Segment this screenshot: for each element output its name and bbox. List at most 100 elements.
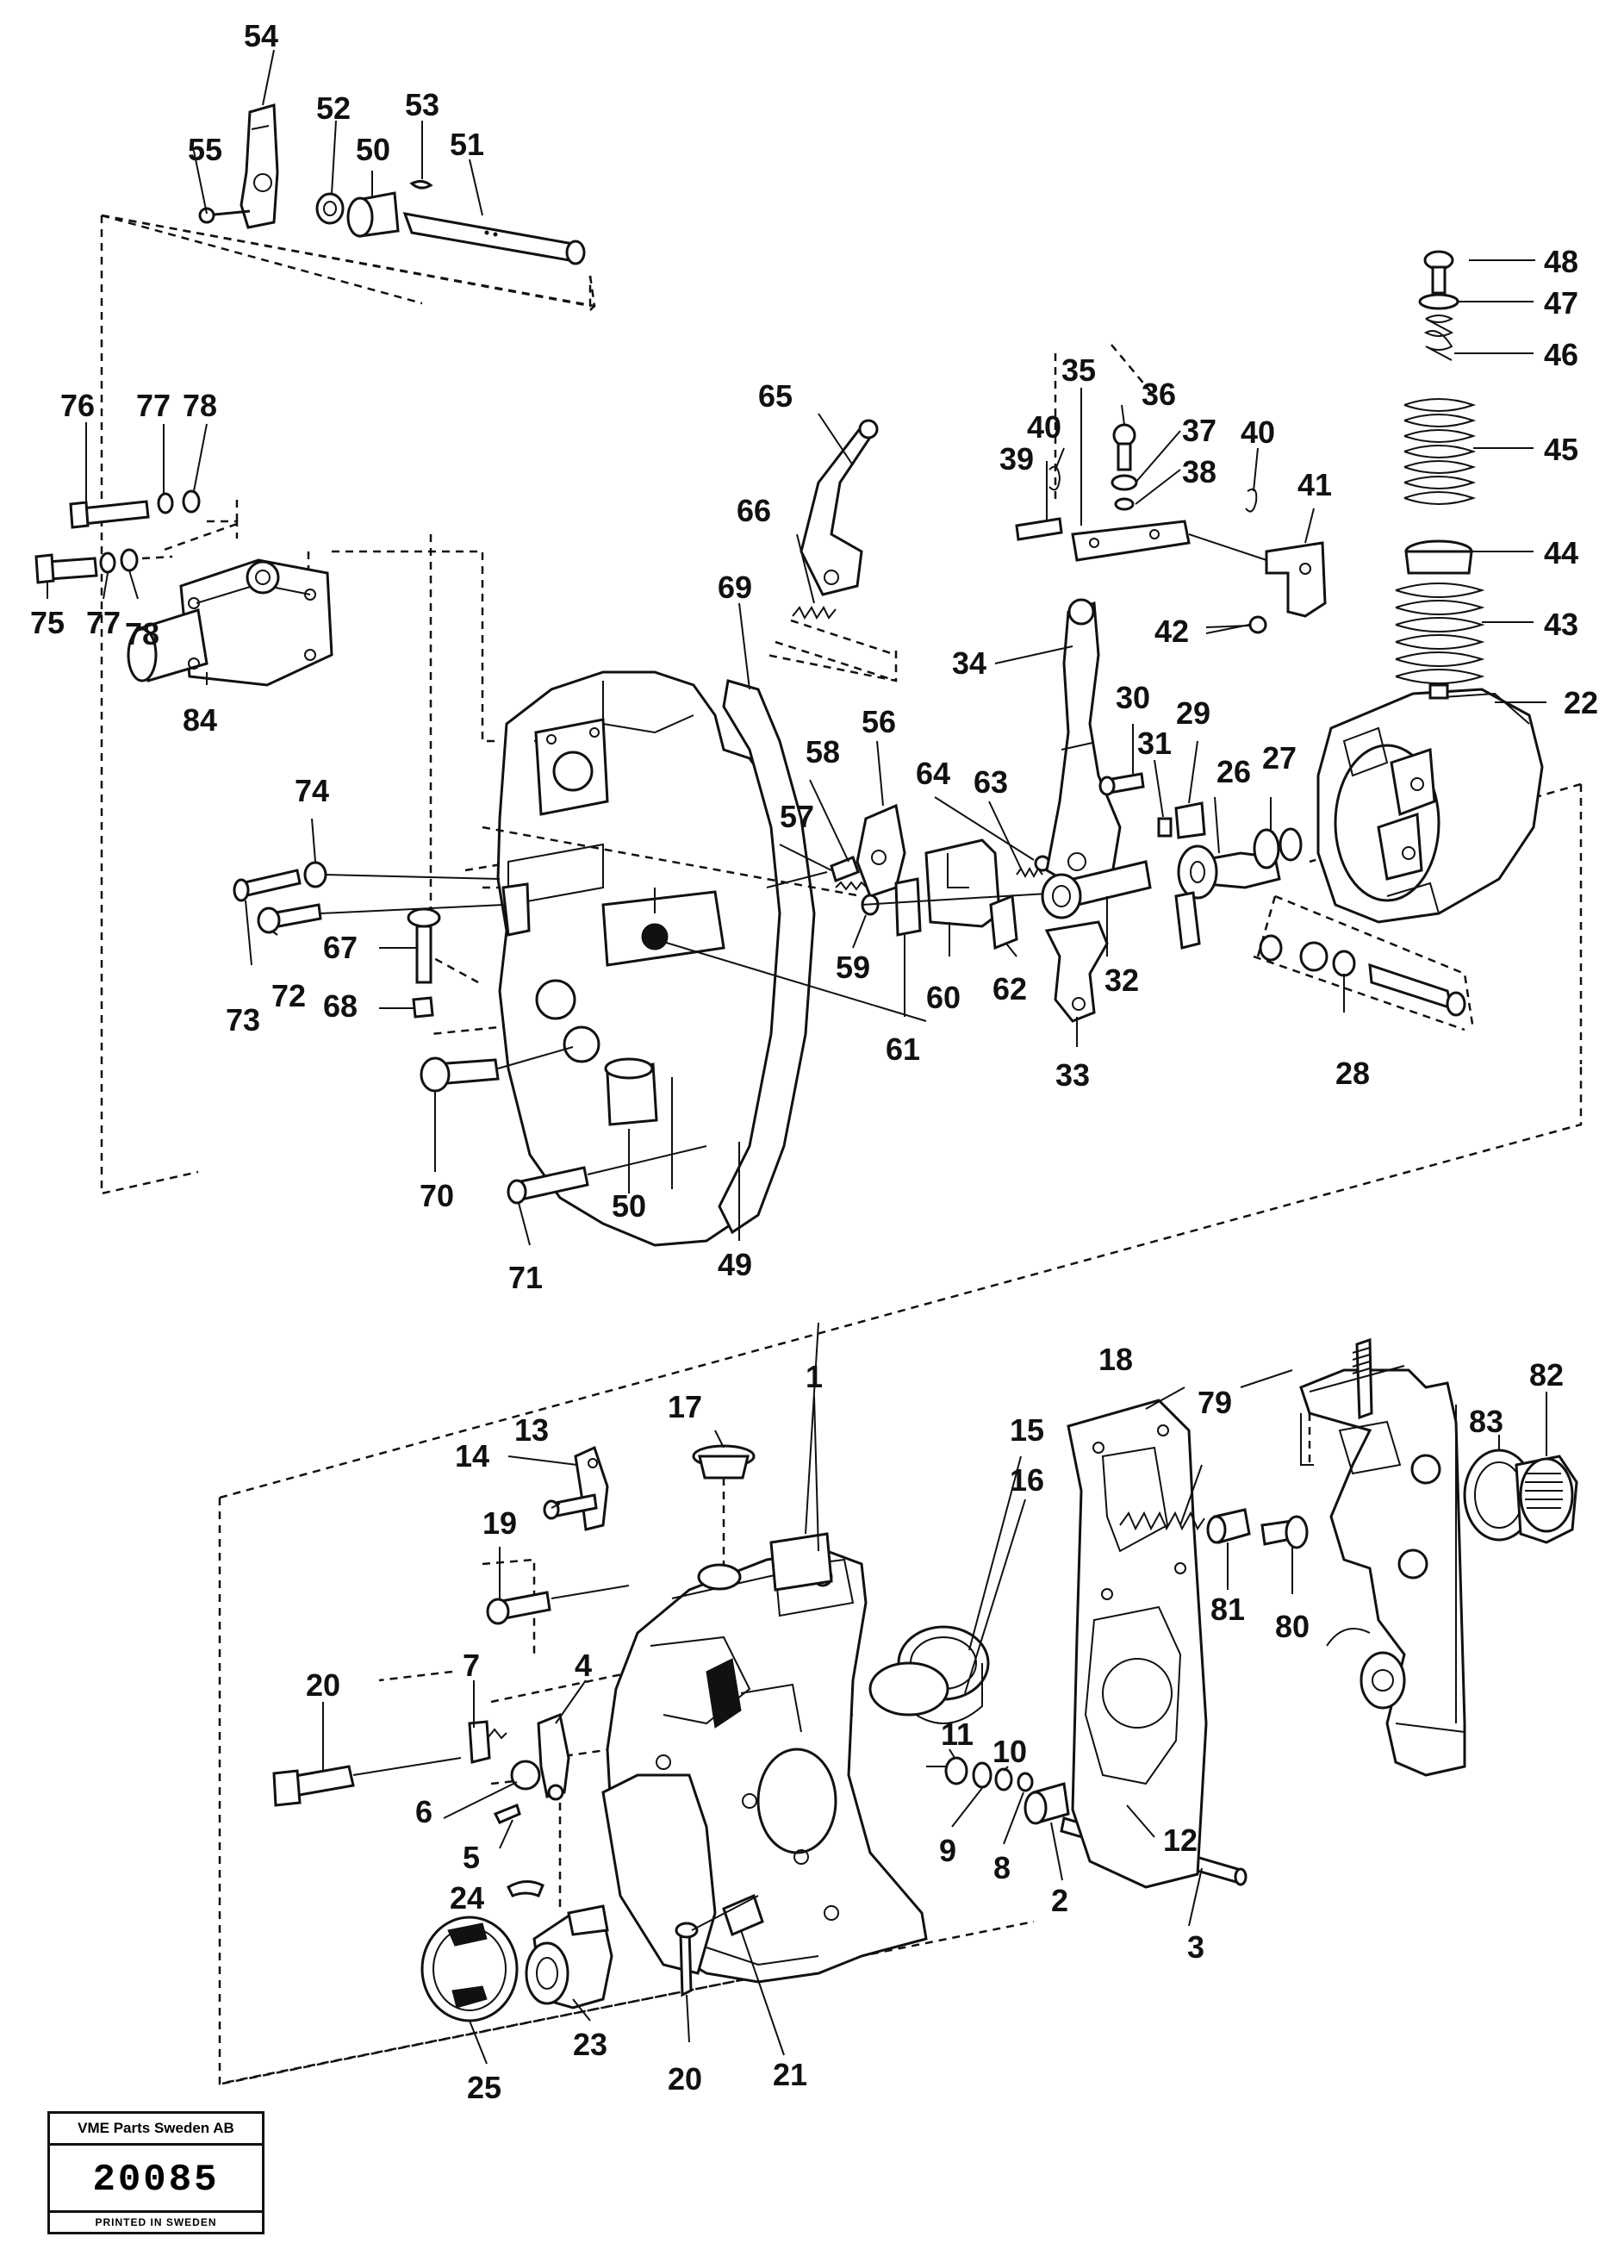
screw-39 <box>1015 517 1063 541</box>
part-label-9: 9 <box>939 1833 956 1868</box>
gasket-69 <box>718 679 816 1235</box>
screw-73 <box>233 869 302 902</box>
plate-61 <box>894 877 922 937</box>
washer-52 <box>315 192 345 225</box>
part-label-52: 52 <box>316 90 351 126</box>
part-label-38: 38 <box>1182 454 1216 489</box>
part-label-64: 64 <box>916 756 950 791</box>
bushing-50-upper <box>346 191 400 238</box>
part-label-32: 32 <box>1104 963 1139 998</box>
part-label-53: 53 <box>405 87 439 122</box>
part-label-40-left: 40 <box>1027 409 1061 445</box>
part-label-81: 81 <box>1210 1592 1245 1627</box>
washer-8 <box>1017 1772 1034 1792</box>
clip-62 <box>989 894 1018 950</box>
part-label-20-left: 20 <box>306 1667 340 1703</box>
part-label-28: 28 <box>1335 1056 1370 1091</box>
clip-24 <box>507 1880 544 1897</box>
shaft-32 <box>1041 860 1152 919</box>
flyweight-group <box>1174 688 1544 1017</box>
drawing-number: 20085 <box>92 2159 220 2202</box>
spring-66 <box>792 606 837 620</box>
part-label-30: 30 <box>1116 680 1150 715</box>
spring-stack-group <box>1395 250 1485 700</box>
part-label-7: 7 <box>463 1648 480 1683</box>
lever-13 <box>574 1445 609 1531</box>
spring-43 <box>1395 583 1485 684</box>
part-label-58: 58 <box>806 734 840 770</box>
part-label-18: 18 <box>1098 1342 1133 1377</box>
part-label-59: 59 <box>836 950 870 985</box>
part-label-6: 6 <box>415 1794 432 1829</box>
part-label-39: 39 <box>999 441 1034 477</box>
part-label-63: 63 <box>974 764 1008 800</box>
upper-shaft-group <box>101 103 592 308</box>
actuator-84 <box>127 558 333 687</box>
screw-48 <box>1423 250 1454 295</box>
part-label-10: 10 <box>992 1734 1027 1769</box>
arm-34-group <box>1015 423 1327 1023</box>
part-label-35: 35 <box>1061 352 1096 388</box>
part-label-15: 15 <box>1010 1412 1044 1448</box>
part-label-36: 36 <box>1142 377 1176 412</box>
part-label-84: 84 <box>183 702 217 738</box>
part-label-46: 46 <box>1544 337 1578 372</box>
lever-33 <box>1044 920 1109 1023</box>
screw-76 <box>69 500 150 529</box>
leader-lines <box>47 49 1547 2065</box>
spring-45 <box>1403 398 1477 505</box>
lever-4 <box>537 1712 570 1798</box>
screw-72 <box>257 903 322 934</box>
piston-81 <box>1206 1508 1251 1544</box>
part-label-43: 43 <box>1544 607 1578 642</box>
part-label-22: 22 <box>1564 685 1598 720</box>
screw-19 <box>486 1591 551 1625</box>
clip-21 <box>722 1893 764 1937</box>
bracket-60 <box>924 838 1001 928</box>
housing-screws <box>233 861 927 1205</box>
shaft-51 <box>402 212 586 265</box>
flyweight-assembly-22 <box>1316 688 1544 924</box>
part-label-20-lower: 20 <box>668 2061 702 2097</box>
washer-77-upper <box>157 492 174 514</box>
part-label-67: 67 <box>323 930 358 965</box>
part-label-71: 71 <box>508 1260 543 1295</box>
plug-17 <box>692 1444 756 1480</box>
part-label-41: 41 <box>1297 467 1332 502</box>
part-label-55: 55 <box>188 132 222 167</box>
part-label-12: 12 <box>1163 1822 1198 1858</box>
part-label-74: 74 <box>295 773 329 808</box>
part-label-29: 29 <box>1176 695 1210 731</box>
lower-housing-cover <box>601 1773 717 1975</box>
nut-74 <box>303 861 327 888</box>
part-label-73: 73 <box>226 1002 260 1037</box>
part-label-54: 54 <box>244 18 278 53</box>
washer-10 <box>994 1767 1013 1791</box>
right-bracket-group <box>1299 1337 1578 1777</box>
part-label-65: 65 <box>758 378 793 414</box>
part-label-37: 37 <box>1182 413 1216 448</box>
part-label-49: 49 <box>718 1247 752 1282</box>
part-label-17: 17 <box>668 1389 702 1424</box>
spring-58 <box>835 881 868 891</box>
part-label-14: 14 <box>455 1438 489 1474</box>
bushing-50-lower <box>604 1057 658 1126</box>
washer-47 <box>1418 293 1459 310</box>
screw-20-lower <box>675 1922 699 1997</box>
part-label-77-upper: 77 <box>136 388 171 423</box>
part-label-24: 24 <box>450 1880 484 1916</box>
screw-75 <box>34 553 98 584</box>
part-label-76: 76 <box>60 388 95 423</box>
part-label-11: 11 <box>941 1717 974 1752</box>
linkage-group <box>482 803 1147 950</box>
gasket-16 <box>868 1661 949 1717</box>
washer-31 <box>1157 817 1173 838</box>
part-label-23: 23 <box>573 2027 607 2062</box>
spring-79 <box>1119 1511 1205 1531</box>
part-label-66: 66 <box>737 493 771 528</box>
part-label-50-upper: 50 <box>356 132 390 167</box>
screw-71 <box>507 1166 589 1205</box>
coupling-23 <box>525 1904 613 2009</box>
clip-40-right <box>1245 488 1258 513</box>
